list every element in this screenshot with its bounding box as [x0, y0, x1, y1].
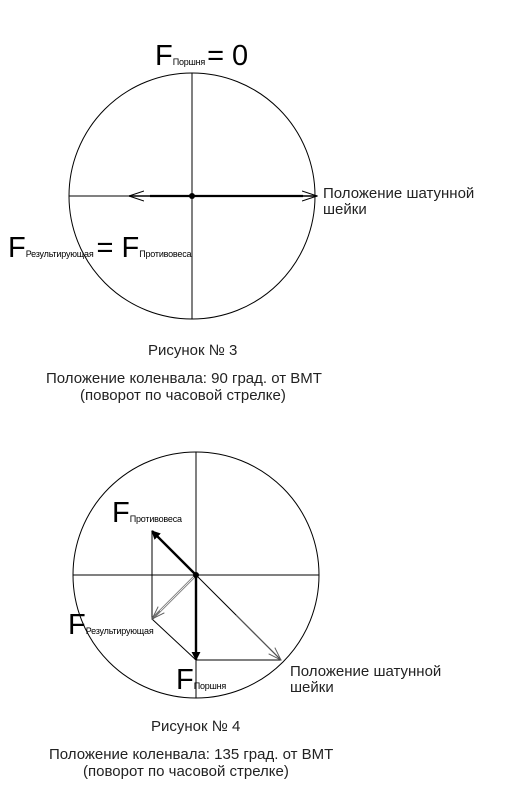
fig3-note-line1: Положение шатунной: [323, 185, 475, 202]
fig4-caption-title: Рисунок № 4: [151, 718, 241, 735]
fig4-resultant-symbol: F: [68, 609, 86, 641]
fig3-caption-line1: Положение коленвала: 90 град. от ВМТ: [46, 370, 322, 387]
fig3-resultant-equals: = F: [96, 232, 140, 264]
fig3-counterweight-subscript: Противовеса: [139, 249, 192, 259]
fig3-piston-force-value: = 0: [207, 40, 249, 72]
fig4-counterweight-label: FПротивовеса: [112, 499, 182, 528]
fig4-caption-line2: (поворот по часовой стрелке): [83, 763, 289, 780]
fig4-crankpin-position-note: Положение шатунной шейки: [290, 664, 441, 696]
fig4-resultant-label: FРезультирующая: [68, 611, 154, 640]
fig3-piston-force-subscript: Поршня: [172, 57, 206, 67]
fig4-counterweight-subscript: Противовеса: [129, 514, 182, 524]
fig4-crankpin-arrow: [235, 614, 281, 660]
fig4-note-line2: шейки: [290, 679, 334, 696]
fig3-caption-line2: (поворот по часовой стрелке): [80, 387, 286, 404]
fig4-resultant-arrow-core: [159, 576, 195, 612]
fig4-note-line1: Положение шатунной: [290, 663, 442, 680]
fig3-resultant-symbol: F: [8, 232, 26, 264]
figure3-diagram: [68, 72, 317, 320]
fig4-piston-subscript: Поршня: [193, 681, 227, 691]
fig4-center-dot: [193, 572, 199, 578]
fig4-caption-line1: Положение коленвала: 135 град. от ВМТ: [49, 746, 334, 763]
figure4-diagram: [72, 451, 320, 699]
fig3-note-line2: шейки: [323, 201, 367, 218]
fig4-piston-label: FПоршня: [176, 666, 226, 695]
fig3-caption-title: Рисунок № 3: [148, 342, 238, 359]
fig3-resultant-subscript: Результирующая: [25, 249, 94, 259]
fig3-crankpin-position-note: Положение шатунной шейки: [323, 186, 474, 218]
fig4-piston-symbol: F: [176, 664, 194, 696]
fig3-piston-force-label: FПоршня= 0: [155, 42, 248, 71]
fig3-center-dot: [189, 193, 195, 199]
fig3-piston-force-symbol: F: [155, 40, 173, 72]
fig4-resultant-subscript: Результирующая: [85, 626, 154, 636]
fig4-construction-tip-link: [151, 618, 197, 661]
fig4-counterweight-arrow: [151, 530, 197, 576]
fig4-counterweight-symbol: F: [112, 497, 130, 529]
fig3-resultant-label: FРезультирующая= FПротивовеса: [8, 232, 192, 264]
